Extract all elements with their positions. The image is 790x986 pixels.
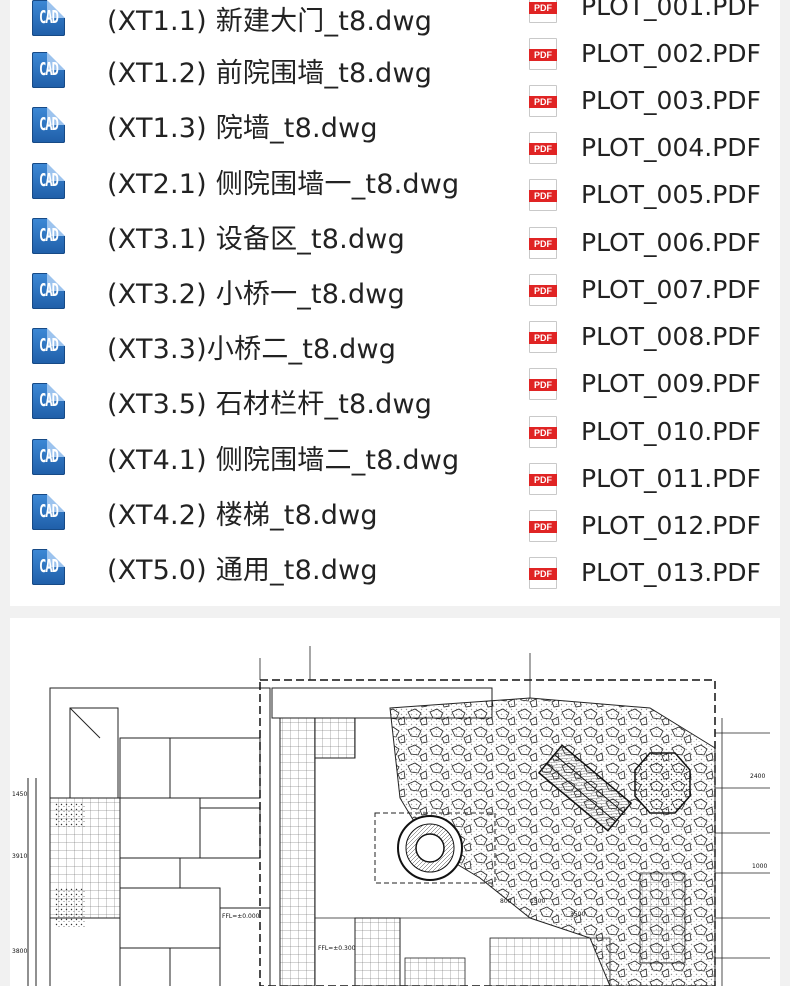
dwg-file-name: (XT3.1) 设备区_t8.dwg [107,223,405,255]
dwg-file-name: (XT3.2) 小桥一_t8.dwg [107,278,405,310]
dwg-file-name: (XT3.5) 石材栏杆_t8.dwg [107,388,433,420]
dwg-file-row[interactable]: CAD (XT4.1) 侧院围墙二_t8.dwg [32,439,460,476]
file-list-panel: CAD (XT1.1) 新建大门_t8.dwg CAD (XT1.2) 前院围墙… [10,0,780,606]
pdf-file-icon: PDF [529,85,557,117]
pdf-file-row[interactable]: PDF PLOT_006.PDF [529,224,761,260]
pdf-file-row[interactable]: PDF PLOT_004.PDF [529,129,761,165]
pdf-file-icon: PDF [529,321,557,353]
dwg-file-row[interactable]: CAD (XT3.1) 设备区_t8.dwg [32,218,405,255]
pdf-file-name: PLOT_002.PDF [581,38,761,68]
dwg-file-row[interactable]: CAD (XT4.2) 楼梯_t8.dwg [32,494,378,531]
dwg-file-row[interactable]: CAD (XT1.3) 院墙_t8.dwg [32,107,378,144]
dimension-label: 1000 [752,863,767,870]
pdf-file-name: PLOT_005.PDF [581,179,761,209]
dwg-file-name: (XT4.2) 楼梯_t8.dwg [107,499,378,531]
pdf-file-icon: PDF [529,463,557,495]
cad-file-icon: CAD [32,218,65,254]
cad-file-icon: CAD [32,383,65,419]
pdf-file-row[interactable]: PDF PLOT_012.PDF [529,507,761,543]
pdf-file-name: PLOT_009.PDF [581,368,761,398]
cad-drawing-preview: FFL=±0.000 FFL=±0.300 3500 800 1500 2400… [10,618,780,986]
cad-file-icon: CAD [32,0,65,36]
cad-file-icon: CAD [32,439,65,475]
pdf-file-icon: PDF [529,274,557,306]
dimension-label: 1500 [530,898,545,905]
dimension-label: 3800 [12,948,27,955]
dwg-file-row[interactable]: CAD (XT2.1) 侧院围墙一_t8.dwg [32,163,460,200]
pdf-file-row[interactable]: PDF PLOT_002.PDF [529,35,761,71]
dwg-file-row[interactable]: CAD (XT3.3)小桥二_t8.dwg [32,328,397,365]
pdf-file-icon: PDF [529,0,557,23]
cad-file-icon: CAD [32,273,65,309]
pdf-file-row[interactable]: PDF PLOT_013.PDF [529,554,761,590]
cad-file-icon: CAD [32,52,65,88]
pdf-file-row[interactable]: PDF PLOT_008.PDF [529,318,761,354]
pdf-file-name: PLOT_004.PDF [581,132,761,162]
pdf-file-row[interactable]: PDF PLOT_011.PDF [529,460,761,496]
dwg-file-row[interactable]: CAD (XT3.5) 石材栏杆_t8.dwg [32,383,433,420]
pdf-file-icon: PDF [529,38,557,70]
pdf-file-name: PLOT_010.PDF [581,416,761,446]
pdf-file-row[interactable]: PDF PLOT_005.PDF [529,176,761,212]
dwg-file-row[interactable]: CAD (XT5.0) 通用_t8.dwg [32,549,378,586]
pdf-file-icon: PDF [529,557,557,589]
site-plan-drawing: FFL=±0.000 FFL=±0.300 3500 800 1500 2400… [12,646,770,986]
pdf-file-name: PLOT_013.PDF [581,557,761,587]
dwg-file-name: (XT1.3) 院墙_t8.dwg [107,112,378,144]
pdf-file-name: PLOT_011.PDF [581,463,761,493]
pdf-file-row[interactable]: PDF PLOT_003.PDF [529,82,761,118]
pdf-file-name: PLOT_008.PDF [581,321,761,351]
dwg-file-name: (XT1.2) 前院围墙_t8.dwg [107,57,433,89]
dwg-file-name: (XT2.1) 侧院围墙一_t8.dwg [107,168,460,200]
dwg-file-row[interactable]: CAD (XT3.2) 小桥一_t8.dwg [32,273,405,310]
dimension-label: 2400 [750,773,765,780]
pdf-file-row[interactable]: PDF PLOT_010.PDF [529,413,761,449]
pdf-file-row[interactable]: PDF PLOT_009.PDF [529,365,761,401]
pdf-file-icon: PDF [529,132,557,164]
pdf-file-name: PLOT_001.PDF [581,0,761,21]
pdf-file-name: PLOT_003.PDF [581,85,761,115]
dwg-file-name: (XT3.3)小桥二_t8.dwg [107,333,397,365]
dwg-file-name: (XT5.0) 通用_t8.dwg [107,554,378,586]
pdf-file-icon: PDF [529,416,557,448]
cad-file-icon: CAD [32,163,65,199]
pdf-file-icon: PDF [529,227,557,259]
dimension-label: 3500 [570,911,585,918]
cad-file-icon: CAD [32,328,65,364]
pdf-file-icon: PDF [529,179,557,211]
pdf-file-row[interactable]: PDF PLOT_001.PDF [529,0,761,24]
dwg-file-name: (XT1.1) 新建大门_t8.dwg [107,5,433,37]
pdf-file-row[interactable]: PDF PLOT_007.PDF [529,271,761,307]
pdf-file-icon: PDF [529,368,557,400]
dimension-label: 1450 [12,791,27,798]
dimension-label: 800 [500,898,512,905]
cad-file-icon: CAD [32,494,65,530]
dwg-file-row[interactable]: CAD (XT1.1) 新建大门_t8.dwg [32,0,433,37]
dwg-file-name: (XT4.1) 侧院围墙二_t8.dwg [107,444,460,476]
pdf-file-name: PLOT_006.PDF [581,227,761,257]
elevation-label: FFL=±0.000 [222,913,260,920]
cad-file-icon: CAD [32,107,65,143]
pdf-file-icon: PDF [529,510,557,542]
dwg-file-row[interactable]: CAD (XT1.2) 前院围墙_t8.dwg [32,52,433,89]
elevation-label: FFL=±0.300 [318,945,356,952]
cad-file-icon: CAD [32,549,65,585]
pdf-file-name: PLOT_012.PDF [581,510,761,540]
dimension-label: 3910 [12,853,27,860]
pdf-file-name: PLOT_007.PDF [581,274,761,304]
